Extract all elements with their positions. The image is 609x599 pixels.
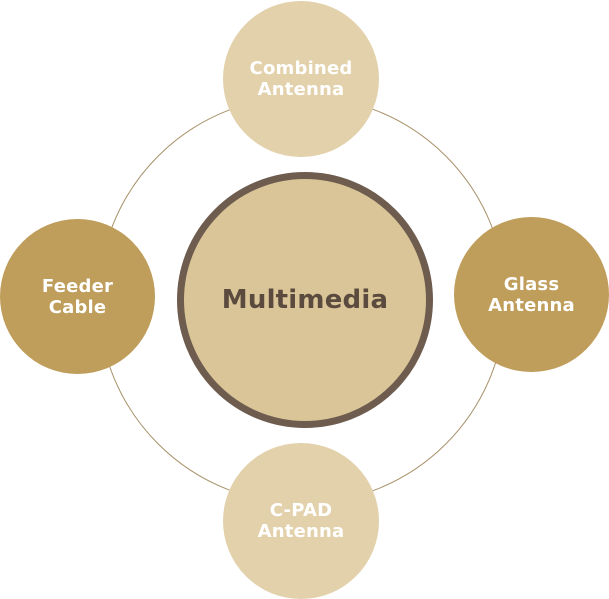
node-feeder-cable: Feeder Cable [0, 219, 155, 374]
node-label: Feeder Cable [41, 275, 114, 318]
node-label: C-PAD Antenna [257, 500, 345, 542]
center-node-multimedia: Multimedia [177, 172, 433, 428]
node-label: Glass Antenna [488, 273, 575, 316]
node-combined-antenna: Combined Antenna [223, 1, 379, 157]
node-glass-antenna: Glass Antenna [454, 217, 609, 372]
node-label: Combined Antenna [249, 58, 353, 100]
center-label: Multimedia [221, 285, 389, 315]
node-c-pad-antenna: C-PAD Antenna [223, 443, 379, 599]
